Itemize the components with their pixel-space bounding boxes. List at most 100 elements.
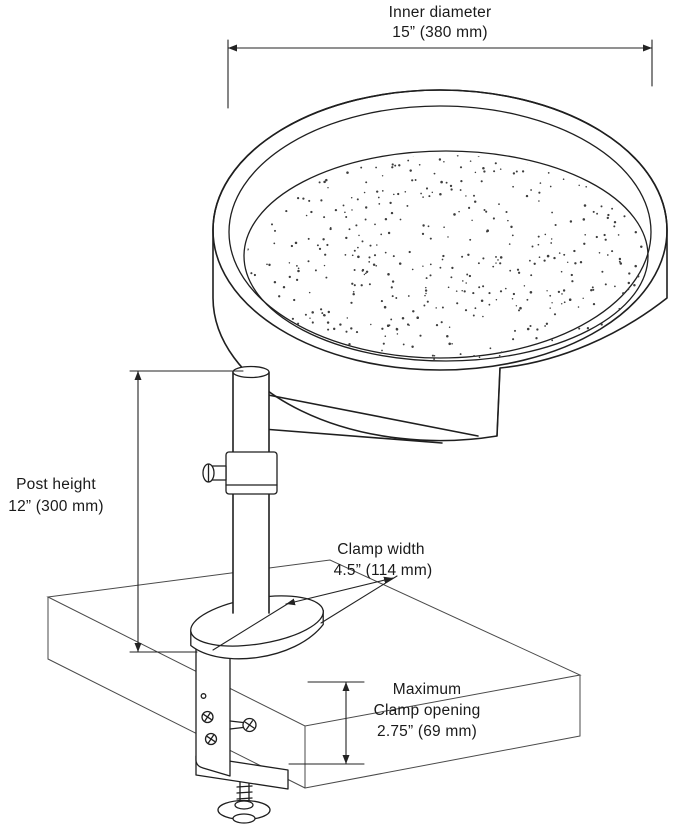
stipple-dot bbox=[455, 290, 458, 292]
stipple-dot bbox=[508, 243, 511, 245]
stipple-dot bbox=[441, 306, 444, 309]
height-adjust-collar bbox=[225, 451, 278, 495]
stipple-dot bbox=[539, 182, 542, 184]
stipple-dot bbox=[546, 254, 550, 258]
stipple-dot bbox=[511, 234, 514, 237]
stipple-dot bbox=[622, 292, 625, 295]
stipple-dot bbox=[411, 268, 414, 271]
stipple-dot bbox=[600, 323, 603, 326]
stipple-dot bbox=[585, 185, 588, 188]
stipple-dot bbox=[499, 168, 502, 170]
stipple-dot bbox=[387, 231, 391, 235]
stipple-dot bbox=[364, 272, 367, 275]
stipple-dot bbox=[381, 190, 384, 192]
stipple-dot bbox=[389, 201, 392, 205]
stipple-dot bbox=[360, 166, 363, 169]
stipple-dot bbox=[523, 285, 526, 287]
stipple-dot bbox=[318, 181, 321, 184]
stipple-dot bbox=[471, 219, 473, 222]
stipple-dot bbox=[482, 257, 485, 260]
stipple-dot bbox=[325, 178, 328, 182]
post-top-cap bbox=[232, 365, 270, 379]
stipple-dot bbox=[425, 292, 427, 295]
stipple-dot bbox=[308, 199, 311, 202]
stipple-dot bbox=[453, 213, 456, 216]
stipple-dot bbox=[498, 203, 500, 205]
stipple-dot bbox=[586, 327, 590, 330]
stipple-dot bbox=[533, 262, 536, 265]
side-thumbscrew bbox=[229, 717, 257, 733]
stipple-dot bbox=[376, 190, 379, 193]
stipple-dot bbox=[381, 349, 383, 352]
stipple-dot bbox=[423, 304, 426, 307]
stipple-dot bbox=[607, 213, 610, 217]
stipple-dot bbox=[342, 204, 345, 207]
stipple-dot bbox=[460, 179, 463, 183]
stipple-dot bbox=[321, 312, 324, 315]
stipple-dot bbox=[407, 295, 410, 297]
stipple-dot bbox=[521, 170, 525, 173]
stipple-dot bbox=[325, 276, 328, 279]
stipple-dot bbox=[378, 203, 381, 205]
stipple-dot bbox=[505, 287, 507, 290]
bracket-bolt-2 bbox=[204, 732, 218, 746]
inner-diameter-label: Inner diameter bbox=[389, 4, 492, 21]
stipple-dot bbox=[459, 189, 462, 191]
stipple-dot bbox=[613, 225, 616, 228]
stipple-dot bbox=[365, 181, 368, 184]
stipple-dot bbox=[419, 334, 422, 337]
stipple-dot bbox=[492, 217, 495, 220]
screw-thread-2 bbox=[236, 791, 253, 794]
stipple-dot bbox=[473, 194, 475, 197]
stipple-dot bbox=[598, 252, 601, 254]
stipple-dot bbox=[391, 295, 394, 298]
stipple-dot bbox=[618, 307, 621, 310]
stipple-dot bbox=[391, 166, 394, 169]
stipple-dot bbox=[391, 163, 394, 166]
tray-floor-stipple-texture bbox=[247, 155, 643, 360]
stipple-dot bbox=[309, 317, 311, 319]
stipple-dot bbox=[318, 247, 322, 251]
stipple-dot bbox=[350, 196, 353, 199]
stipple-dot bbox=[451, 266, 454, 270]
stipple-dot bbox=[368, 283, 371, 286]
screw-knob-hub bbox=[234, 800, 254, 810]
stipple-dot bbox=[439, 266, 442, 269]
stipple-dot bbox=[482, 285, 485, 288]
stipple-dot bbox=[579, 261, 583, 264]
stipple-dot bbox=[461, 255, 464, 258]
clamp-bracket bbox=[195, 641, 231, 777]
stipple-dot bbox=[512, 338, 515, 341]
stipple-dot bbox=[369, 244, 372, 247]
stipple-dot bbox=[345, 236, 348, 240]
stipple-dot bbox=[412, 310, 415, 313]
stipple-dot bbox=[560, 270, 563, 273]
stipple-dot bbox=[592, 210, 595, 213]
stipple-dot bbox=[297, 267, 300, 270]
stipple-dot bbox=[637, 275, 640, 278]
stipple-dot bbox=[489, 347, 492, 350]
stipple-dot bbox=[633, 283, 636, 287]
stipple-dot bbox=[428, 195, 431, 198]
stipple-dot bbox=[549, 294, 552, 297]
stipple-dot bbox=[418, 163, 421, 166]
stipple-dot bbox=[414, 179, 417, 181]
stipple-dot bbox=[495, 298, 498, 301]
stipple-dot bbox=[530, 189, 533, 191]
stipple-dot bbox=[357, 246, 359, 249]
tray-silhouette bbox=[212, 89, 668, 442]
stipple-dot bbox=[388, 324, 391, 327]
stipple-dot bbox=[446, 335, 449, 338]
stipple-dot bbox=[472, 314, 475, 317]
stipple-dot bbox=[459, 353, 462, 356]
stipple-dot bbox=[515, 170, 518, 173]
stipple-dot bbox=[627, 281, 631, 285]
stipple-dot bbox=[499, 290, 503, 293]
stipple-dot bbox=[604, 238, 607, 241]
bolt-cross-b bbox=[207, 734, 215, 744]
stipple-dot bbox=[350, 301, 353, 304]
stipple-dot bbox=[334, 208, 338, 212]
clamp-opening-label-2: Clamp opening bbox=[374, 702, 481, 719]
stipple-dot bbox=[529, 291, 533, 294]
bolt-cross-b bbox=[204, 712, 211, 722]
